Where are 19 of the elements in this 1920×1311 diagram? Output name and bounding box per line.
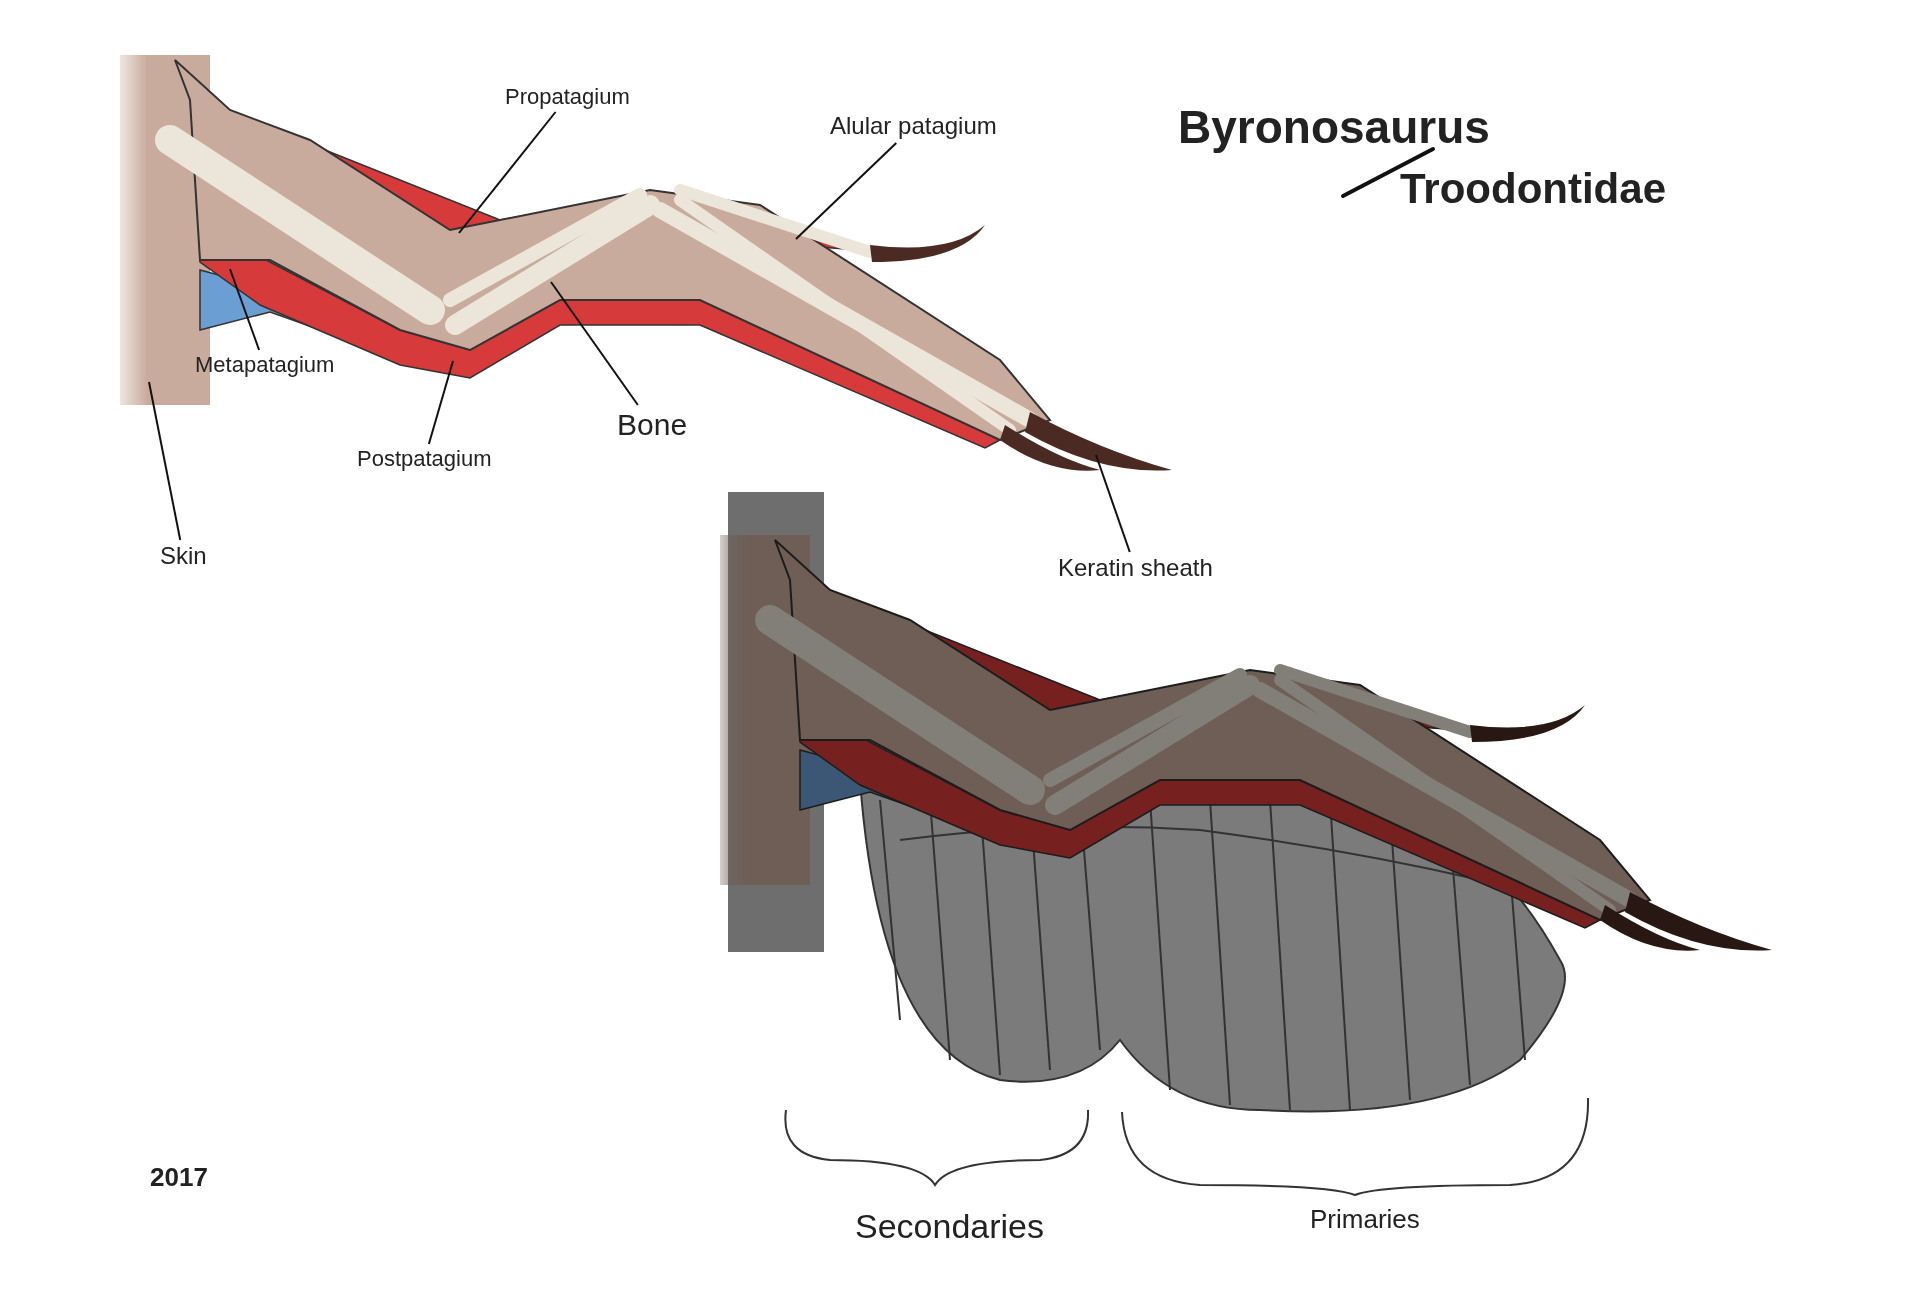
leader-line bbox=[229, 268, 261, 351]
leader-line bbox=[1095, 454, 1131, 553]
family-label: Troodontidae bbox=[1400, 164, 1666, 214]
part-label: Keratin sheath bbox=[1058, 554, 1213, 583]
part-label: Alular patagium bbox=[830, 112, 997, 141]
title: Byronosaurus bbox=[1178, 100, 1490, 155]
leader-line bbox=[458, 111, 557, 234]
bracket-label: Primaries bbox=[1310, 1204, 1420, 1236]
part-label: Bone bbox=[617, 407, 688, 443]
leader-line bbox=[427, 360, 454, 445]
leader-line bbox=[550, 281, 639, 406]
leader-line bbox=[148, 381, 182, 541]
part-label: Metapatagium bbox=[195, 352, 335, 379]
part-label: Propatagium bbox=[505, 84, 630, 111]
part-label: Postpatagium bbox=[357, 446, 492, 473]
part-label: Skin bbox=[160, 542, 207, 571]
bracket-label: Secondaries bbox=[855, 1206, 1044, 1247]
date-label: 2017 bbox=[150, 1162, 208, 1194]
leader-line bbox=[795, 142, 898, 240]
